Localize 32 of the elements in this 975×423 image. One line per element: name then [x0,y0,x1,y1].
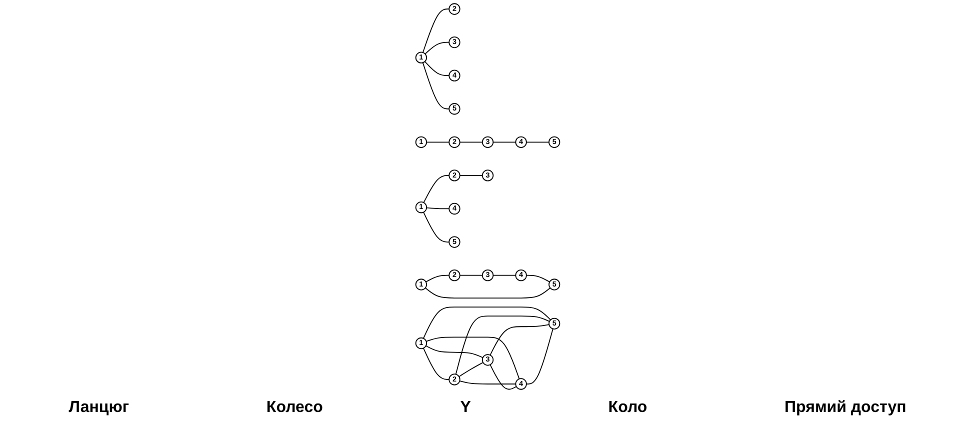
connector [455,316,550,375]
connector [424,287,550,298]
connector [489,364,516,390]
group-caption: Прямий доступ [784,399,906,417]
connector [422,175,450,204]
connector [426,142,450,143]
connector [426,207,450,210]
connector [459,175,483,176]
connector [458,362,484,378]
connector [459,274,483,276]
connector [422,306,551,339]
connector [422,62,450,110]
group-caption: Колесо [266,399,323,417]
connector [424,42,450,54]
group-caption: Ланцюг [68,399,130,417]
connector [422,212,450,242]
connector [425,345,484,358]
group-caption: Коло [608,399,648,417]
connector [492,142,516,143]
connector [526,274,550,282]
connector [492,274,516,276]
connector [458,380,516,384]
connector [526,142,550,143]
group-caption: Y [460,399,471,417]
connector [424,61,450,76]
connector [425,274,450,282]
connector [489,324,550,356]
connector [459,142,483,143]
connector [526,328,554,384]
connector [426,336,520,380]
connector [422,348,450,380]
connector [422,8,450,53]
